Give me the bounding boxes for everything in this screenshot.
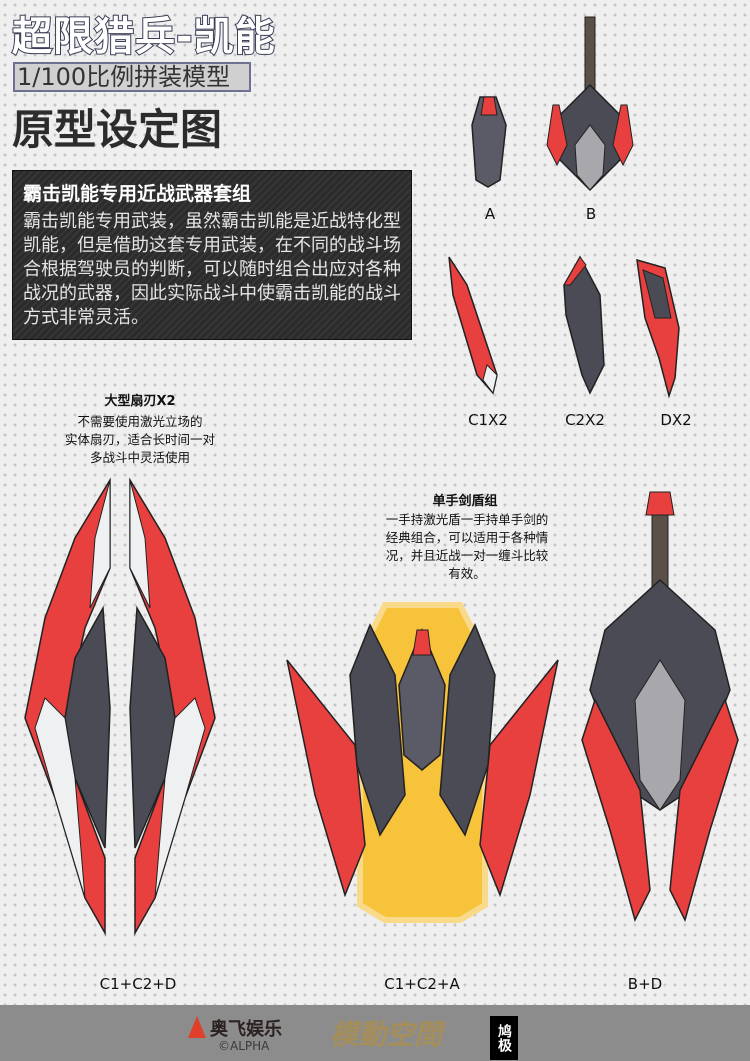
section-heading: 原型设定图 (12, 105, 223, 154)
modong-logo: 模動空間 (330, 1018, 443, 1051)
part-b-illustration (546, 16, 634, 192)
combo2-illustration (286, 602, 559, 923)
combo1-label: C1+C2+D (99, 975, 177, 993)
part-b-label: B (585, 205, 597, 223)
part-c2-label: C2X2 (565, 411, 605, 429)
alpha-logo-icon (188, 1016, 206, 1038)
info-box: 霸击凯能专用近战武器套组 霸击凯能专用武装，虽然霸击凯能是近战特化型凯能，但是借… (12, 170, 412, 340)
part-a-label: A (484, 205, 496, 223)
combo2-description: 一手持激光盾一手持单手剑的 经典组合，可以适用于各种情 况，并且近战一对一缠斗比… (385, 512, 549, 581)
part-d-illustration (636, 258, 680, 399)
footer-bar: 奥飞娱乐 ©ALPHA 模動空間 鸠极 (0, 1005, 750, 1061)
alpha-logo-text: 奥飞娱乐 (210, 1019, 282, 1040)
combo1-heading: 大型扇刃X2 (104, 394, 176, 409)
info-box-title: 霸击凯能专用近战武器套组 (23, 183, 252, 205)
part-a-illustration (471, 96, 507, 188)
combo1-description: 不需要使用激光立场的 实体扇刃，适合长时间一对 多战斗中灵活使用 (64, 414, 215, 465)
jiuji-logo: 鸠极 (490, 1016, 518, 1060)
combo2-heading: 单手剑盾组 (432, 494, 498, 509)
part-d-label: DX2 (660, 411, 692, 429)
part-c1-label: C1X2 (468, 411, 508, 429)
part-c1-illustration (448, 256, 498, 395)
combo2-label: C1+C2+A (384, 975, 460, 993)
part-c2-illustration (563, 255, 605, 395)
page-title: 超限猎兵-凯能 (11, 13, 276, 61)
combo3-illustration (581, 491, 739, 923)
combo1-illustration (24, 477, 216, 936)
combo3-label: B+D (627, 975, 663, 993)
info-box-body: 霸击凯能专用武装，虽然霸击凯能是近战特化型凯能，但是借助这套专用武装，在不同的战… (23, 211, 401, 328)
alpha-copyright: ©ALPHA (218, 1039, 270, 1053)
scale-subtitle: 1/100比例拼装模型 (13, 62, 251, 92)
